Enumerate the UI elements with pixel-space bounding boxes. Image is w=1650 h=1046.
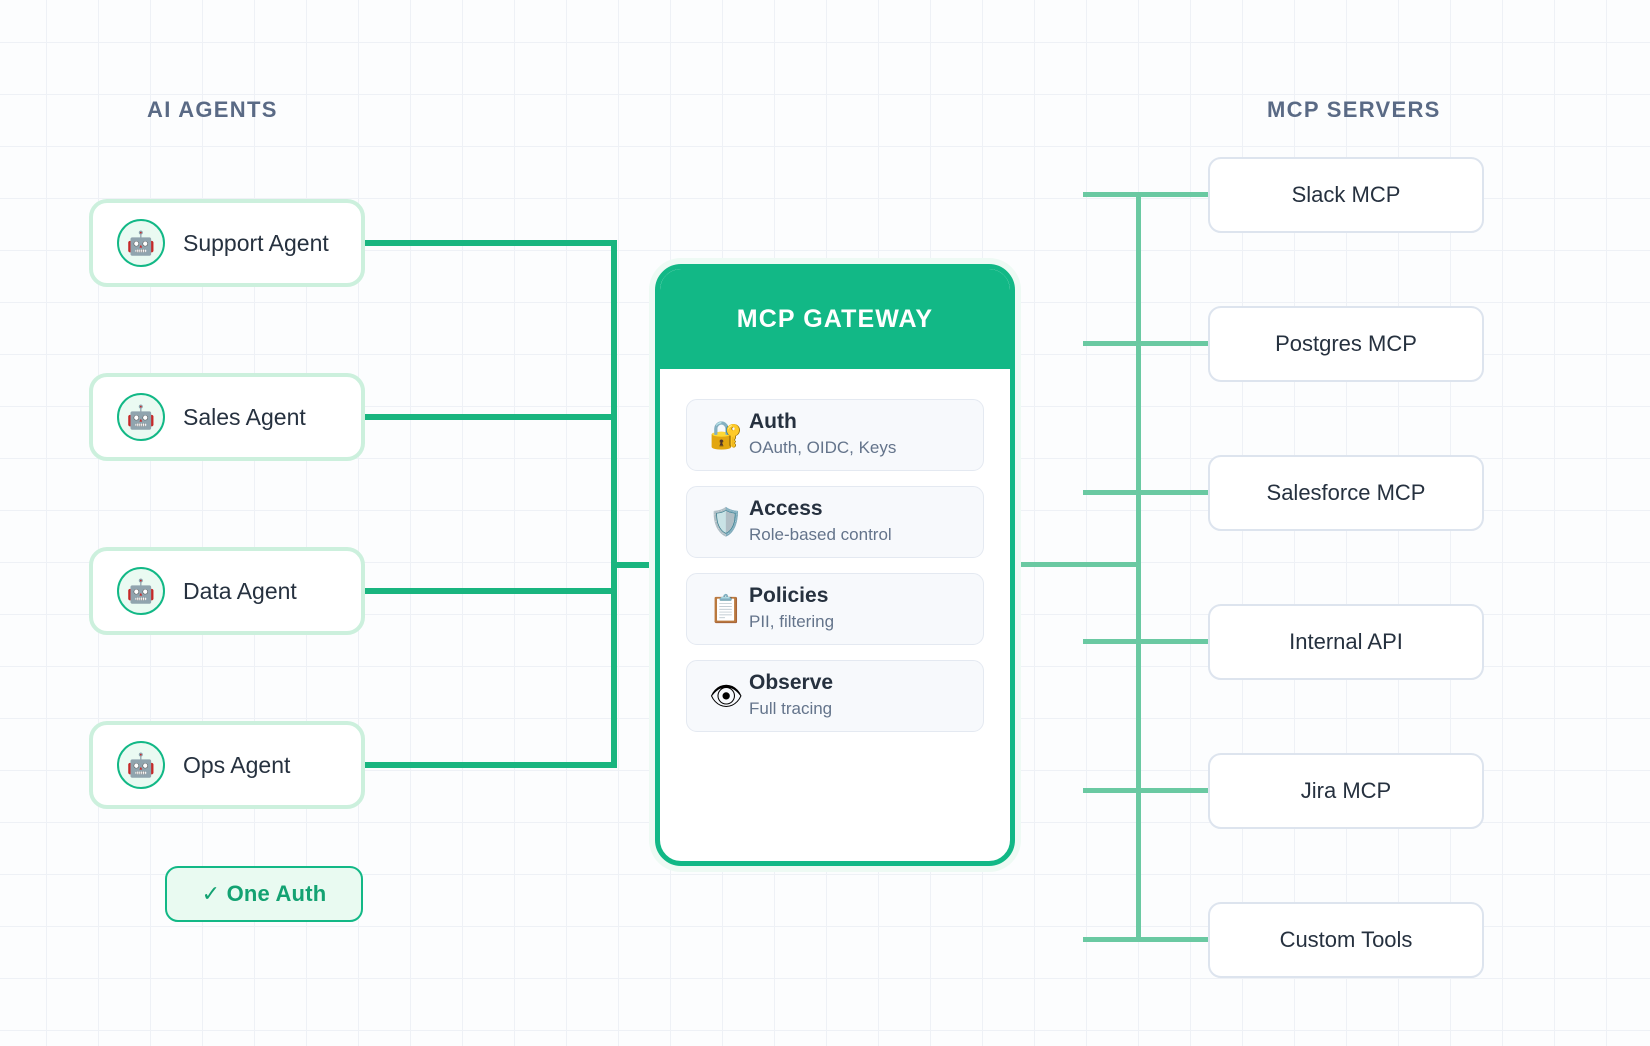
feature-title: Policies [749,584,829,608]
wire-support-agent-horizontal [365,240,617,246]
server-label: Internal API [1289,629,1403,654]
mcp-gateway-panel: MCP GATEWAY 🔐 Auth OAuth, OIDC, Keys 🛡️ … [655,264,1015,866]
feature-title: Observe [749,671,834,695]
wire-gateway-to-right-bus [1005,562,1141,567]
server-label: Postgres MCP [1275,331,1417,356]
wire-slack-mcp-horizontal [1083,192,1211,197]
server-card-slack-mcp[interactable]: Slack MCP [1208,157,1484,233]
server-card-postgres-mcp[interactable]: Postgres MCP [1208,306,1484,382]
robot-icon: 🤖 [117,219,165,267]
gateway-feature-access[interactable]: 🛡️ Access Role-based control [686,486,984,558]
agent-card-support-agent[interactable]: 🤖 Support Agent [89,199,365,287]
robot-icon: 🤖 [117,393,165,441]
server-card-custom-tools[interactable]: Custom Tools [1208,902,1484,978]
server-card-salesforce-mcp[interactable]: Salesforce MCP [1208,455,1484,531]
wire-salesforce-mcp-horizontal [1083,490,1211,495]
gateway-feature-observe[interactable]: 👁 Observe Full tracing [686,660,984,732]
clipboard-icon: 📋 [709,593,743,624]
feature-title: Auth [749,410,797,434]
gateway-feature-auth[interactable]: 🔐 Auth OAuth, OIDC, Keys [686,399,984,471]
agent-label: Sales Agent [183,403,306,430]
wire-postgres-mcp-horizontal [1083,341,1211,346]
agent-card-sales-agent[interactable]: 🤖 Sales Agent [89,373,365,461]
agent-card-data-agent[interactable]: 🤖 Data Agent [89,547,365,635]
feature-title: Access [749,497,823,521]
lock-key-icon: 🔐 [709,419,743,450]
gateway-feature-list: 🔐 Auth OAuth, OIDC, Keys 🛡️ Access Role-… [660,369,1010,732]
robot-icon: 🤖 [117,567,165,615]
ai-agents-column-heading: AI AGENTS [147,97,278,122]
wire-data-agent-horizontal [365,588,617,594]
robot-icon: 🤖 [117,741,165,789]
feature-subtitle: Full tracing [749,698,833,718]
server-label: Custom Tools [1279,927,1413,952]
server-label: Slack MCP [1291,182,1401,207]
wire-left-bus-to-gateway [611,562,667,568]
feature-subtitle: OAuth, OIDC, Keys [749,437,897,457]
gateway-title: MCP GATEWAY [660,269,1010,369]
wire-jira-mcp-horizontal [1083,788,1211,793]
wire-ops-agent-horizontal [365,762,617,768]
wire-right-bus-bottom-stub [1083,937,1088,942]
wire-right-bus-top-stub [1083,192,1088,197]
mcp-servers-column-heading: MCP SERVERS [1267,97,1441,122]
shield-icon: 🛡️ [709,506,743,537]
agent-label: Support Agent [183,229,329,256]
wire-custom-tools-horizontal [1083,937,1211,942]
eye-icon: 👁 [709,680,744,711]
server-card-internal-api[interactable]: Internal API [1208,604,1484,680]
gateway-feature-policies[interactable]: 📋 Policies PII, filtering [686,573,984,645]
feature-subtitle: Role-based control [749,524,892,544]
agent-label: Data Agent [183,577,297,604]
wire-right-bus-vertical [1136,192,1141,942]
server-card-jira-mcp[interactable]: Jira MCP [1208,753,1484,829]
wire-left-bus-vertical [611,240,617,768]
one-auth-badge: ✓ One Auth [165,866,363,922]
wire-sales-agent-horizontal [365,414,617,420]
feature-subtitle: PII, filtering [749,611,835,631]
server-label: Salesforce MCP [1266,480,1426,505]
server-label: Jira MCP [1300,778,1392,803]
agent-card-ops-agent[interactable]: 🤖 Ops Agent [89,721,365,809]
wire-internal-api-horizontal [1083,639,1211,644]
agent-label: Ops Agent [183,751,291,778]
